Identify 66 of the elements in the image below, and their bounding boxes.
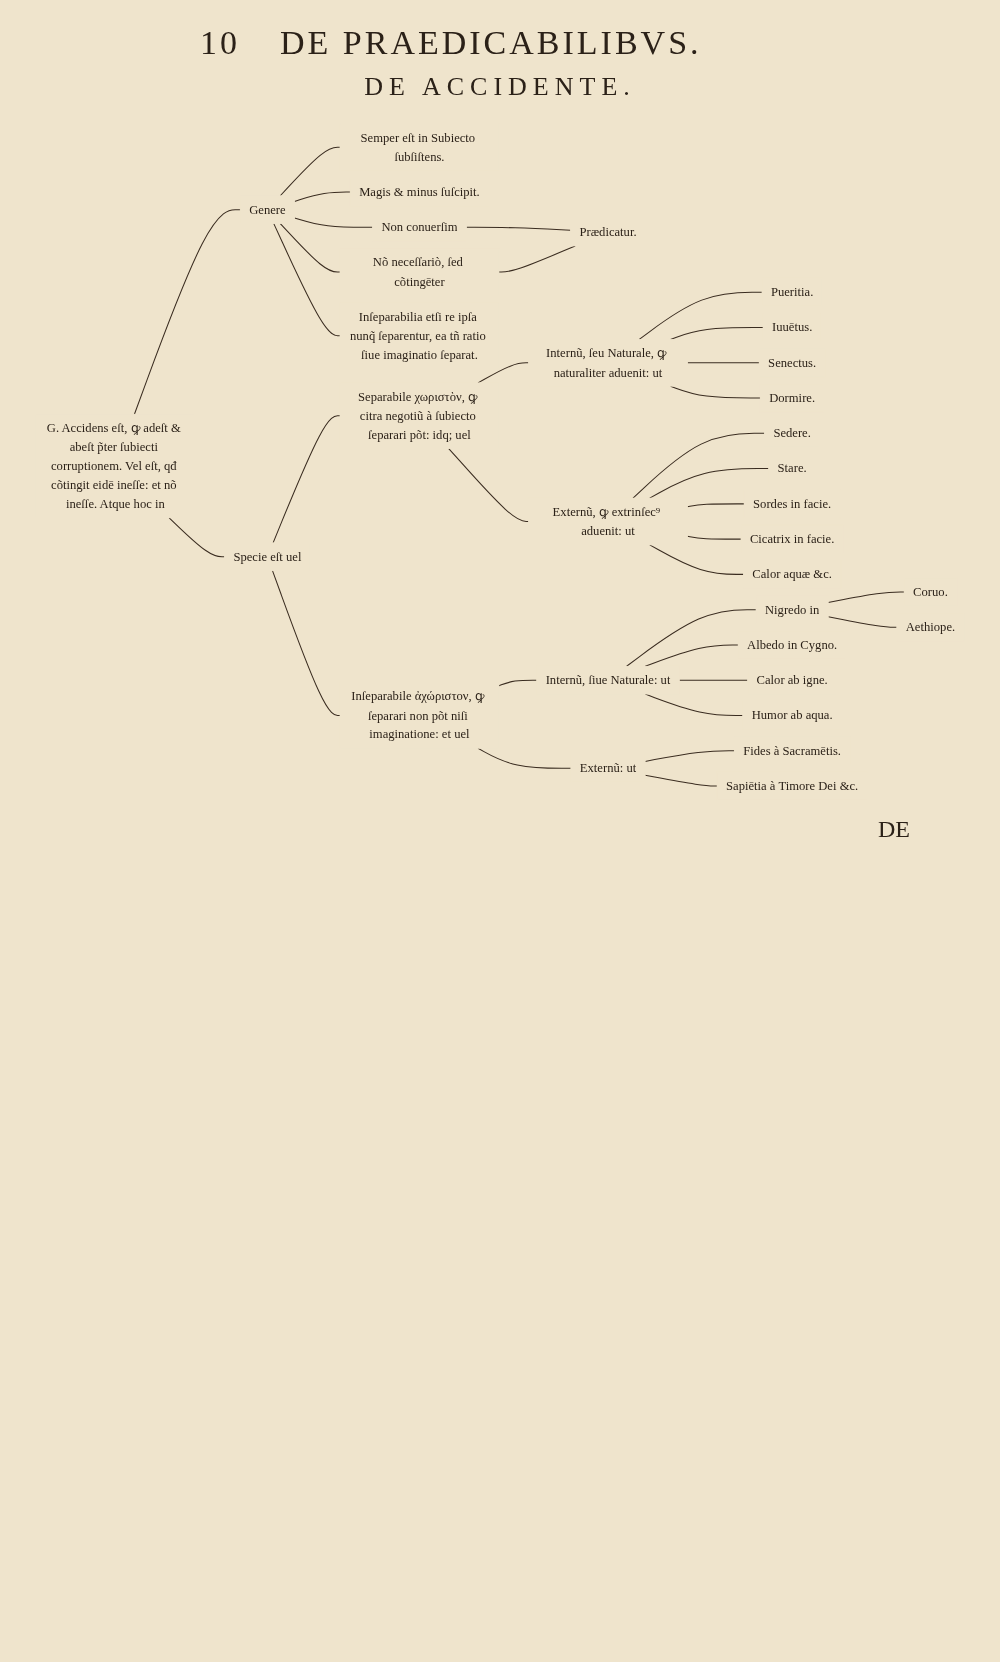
node-text: Nigredo in (764, 602, 820, 617)
node-text: Calor ab igne. (756, 672, 828, 688)
node-text: Prædicatur. (579, 224, 637, 239)
node-text: Externũ, ꝙ extrinſec⁹ aduenit: ut (552, 504, 661, 538)
node-text: Genere (249, 202, 286, 217)
connector (477, 747, 572, 769)
node-text: Senectus. (768, 355, 817, 370)
connector (649, 544, 744, 575)
connector (271, 570, 341, 716)
node-text: Sedere. (773, 426, 811, 441)
connector (477, 362, 530, 384)
node-text: Internũ, ſiue Naturale: ut (545, 672, 671, 688)
connector (279, 146, 341, 197)
connector (498, 245, 576, 273)
connector (649, 468, 770, 499)
connector (644, 644, 739, 667)
node-text: Internũ, ſeu Naturale, ꝙ naturaliter aduenit: ut (546, 346, 667, 380)
connector (465, 226, 572, 231)
node-text: Specie eſt uel (233, 549, 302, 564)
node-text: Fides à Sacramētis. (743, 743, 842, 758)
connector (644, 774, 718, 787)
node-text: Inſeparabilia etſi re ipſa nunq̃ ſeparentur, ea tñ ratio ſiue imaginatio ſeparat. (349, 309, 486, 362)
node-text: Humor ab aqua. (751, 708, 833, 723)
connector (133, 209, 241, 415)
connector (279, 223, 341, 273)
node-text: Non conuerſim (381, 220, 458, 235)
connector (827, 616, 898, 628)
connector (827, 591, 905, 604)
node-text: Externũ: ut (579, 761, 637, 776)
node-text: Calor aquæ &c. (752, 567, 832, 582)
connector (644, 750, 735, 762)
node-text: Sordes in facie. (753, 496, 832, 511)
connector (626, 609, 757, 667)
node-text: Inſeparabile ἀχώριστον, ꝙ ſeparari non põt niſi imaginatione: et uel (351, 689, 485, 742)
node-text: Nõ neceſſariò, ſed cõtingēter (372, 255, 463, 289)
node-text: Cicatrix in facie. (749, 531, 835, 546)
connector (498, 679, 538, 687)
connector (294, 191, 351, 202)
connector (686, 503, 745, 508)
connector (273, 223, 341, 337)
connector (168, 517, 226, 558)
node-text: Pueritia. (770, 285, 814, 300)
connector (294, 217, 374, 228)
node-text: Separabile χωριστὸν, ꝙ citra negotiũ à ſubiecto ſeparari põt: idq; uel (358, 389, 478, 442)
connector (632, 432, 765, 499)
connector (678, 679, 749, 681)
connector (686, 362, 760, 364)
catchword: DE (877, 815, 910, 843)
connector (670, 327, 764, 340)
node-text: Albedo in Cygno. (747, 637, 838, 652)
connector (448, 448, 530, 522)
node-text: Sapiētia à Timore Dei &c. (726, 778, 859, 793)
section-heading: DE ACCIDENTE. (363, 72, 637, 102)
running-title: DE PRAEDICABILIBVS. (280, 24, 702, 62)
node-text: Semper eſt in Subiecto ſubſiſtens. (360, 130, 476, 164)
node-text: Stare. (777, 461, 807, 476)
page-number: 10 (200, 24, 240, 62)
connector (638, 291, 763, 340)
connector (272, 415, 341, 544)
node-text: Iuuētus. (771, 320, 813, 335)
node-text: Dormire. (769, 390, 816, 405)
node-text: Aethiope. (905, 620, 956, 635)
node-text: G. Accidens eſt, ꝙ adeſt & abeſt p̃ter ſubiecti corruptionem. Vel eſt, qđ cõtingit eidē ineſſe: et nõ ineſſe. Atque hoc in (46, 420, 181, 511)
node-text: Coruo. (913, 584, 948, 599)
node-text: Magis & minus ſuſcipit. (359, 184, 480, 199)
connector (686, 535, 742, 540)
